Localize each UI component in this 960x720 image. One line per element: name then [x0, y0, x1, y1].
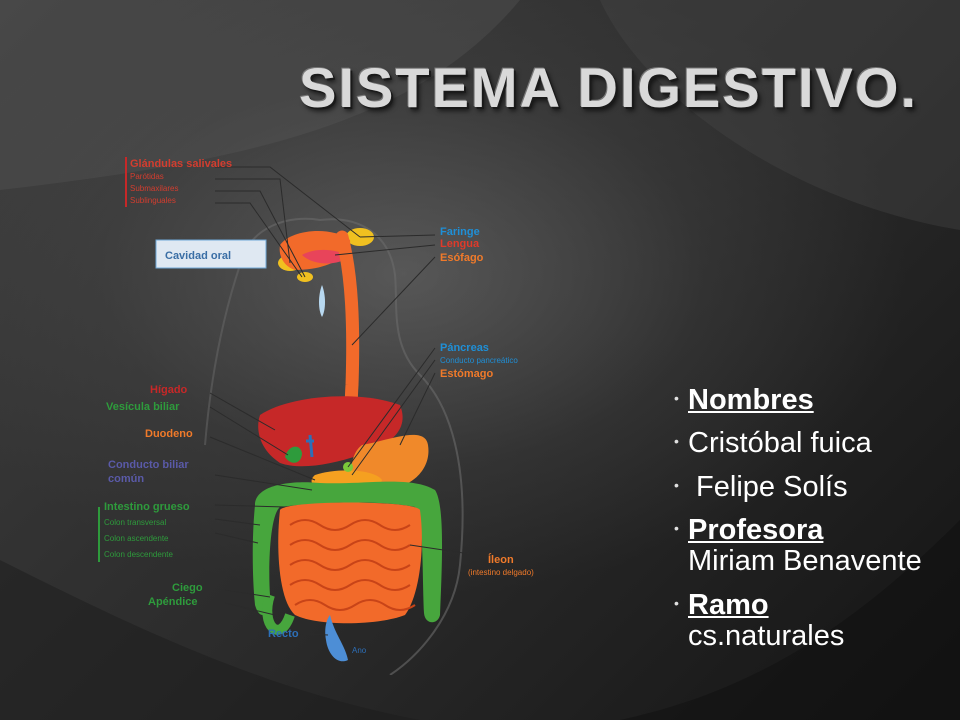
label-sublinguales: Sublinguales — [130, 196, 176, 205]
bullet-profesora: Profesora Miriam Benavente — [672, 513, 952, 578]
label-ciego: Ciego — [172, 582, 203, 594]
label-apendice: Apéndice — [148, 596, 198, 608]
label-ano: Ano — [352, 646, 367, 655]
bullet-list: Nombres Cristóbal fuica Felipe Solís Pro… — [672, 384, 952, 664]
bullet-sub: cs.naturales — [688, 619, 845, 652]
label-estomago: Estómago — [440, 368, 493, 380]
bracket-intestino-grueso — [98, 507, 100, 562]
intestino-delgado-shape — [278, 502, 422, 624]
label-conducto-2: común — [108, 473, 144, 485]
label-parotidas: Parótidas — [130, 172, 164, 181]
conducto-biliar-shape — [306, 434, 314, 458]
bracket-glandulas — [125, 157, 127, 207]
label-conducto-pancreatico: Conducto pancreático — [440, 356, 518, 365]
label-lengua: Lengua — [440, 238, 480, 250]
bullet-head: Profesora — [688, 513, 824, 546]
bullet-text: Felipe Solís — [688, 470, 848, 503]
label-cavidad-oral: Cavidad oral — [165, 250, 231, 262]
label-colon-ascendente: Colon ascendente — [104, 534, 169, 543]
epiglottis-shape — [319, 285, 325, 317]
apendice-shape — [262, 593, 295, 635]
label-colon-transversal: Colon transversal — [104, 518, 166, 527]
bullet-head: Nombres — [688, 384, 814, 416]
bullet-head: Ramo — [688, 588, 769, 621]
bullet-sub: Miriam Benavente — [688, 545, 922, 578]
label-glandulas: Glándulas salivales — [130, 158, 232, 170]
label-submaxilares: Submaxilares — [130, 184, 178, 193]
label-conducto-1: Conducto biliar — [108, 459, 189, 471]
label-intestino-grueso: Intestino grueso — [104, 501, 190, 513]
label-esofago: Esófago — [440, 252, 484, 264]
label-vesicula: Vesícula biliar — [106, 401, 180, 413]
intestino-loops — [289, 519, 416, 611]
label-pancreas: Páncreas — [440, 342, 489, 354]
bullet-text: Cristóbal fuica — [688, 427, 872, 460]
bullet-cristobal: Cristóbal fuica — [672, 428, 952, 459]
bullet-felipe: Felipe Solís — [672, 470, 952, 503]
label-higado: Hígado — [150, 384, 188, 396]
lengua-shape — [302, 249, 348, 264]
label-recto: Recto — [268, 628, 299, 640]
bullet-ramo: Ramo cs.naturales — [672, 588, 952, 653]
digestive-system-diagram: Cavidad oral — [98, 157, 534, 675]
slide-title: Sistema digestivo. — [299, 56, 918, 119]
recto-shape — [325, 615, 348, 662]
leader-lines — [209, 166, 491, 636]
label-faringe: Faringe — [440, 226, 480, 238]
label-ileon: Íleon — [488, 553, 514, 566]
label-duodeno: Duodeno — [145, 428, 193, 440]
label-ileon-sub: (intestino delgado) — [468, 568, 534, 577]
vesicula-shape — [285, 446, 302, 463]
intestino-grueso-shape — [252, 481, 443, 623]
bullet-nombres: Nombres — [672, 384, 952, 416]
label-colon-descendente: Colon descendente — [104, 550, 173, 559]
